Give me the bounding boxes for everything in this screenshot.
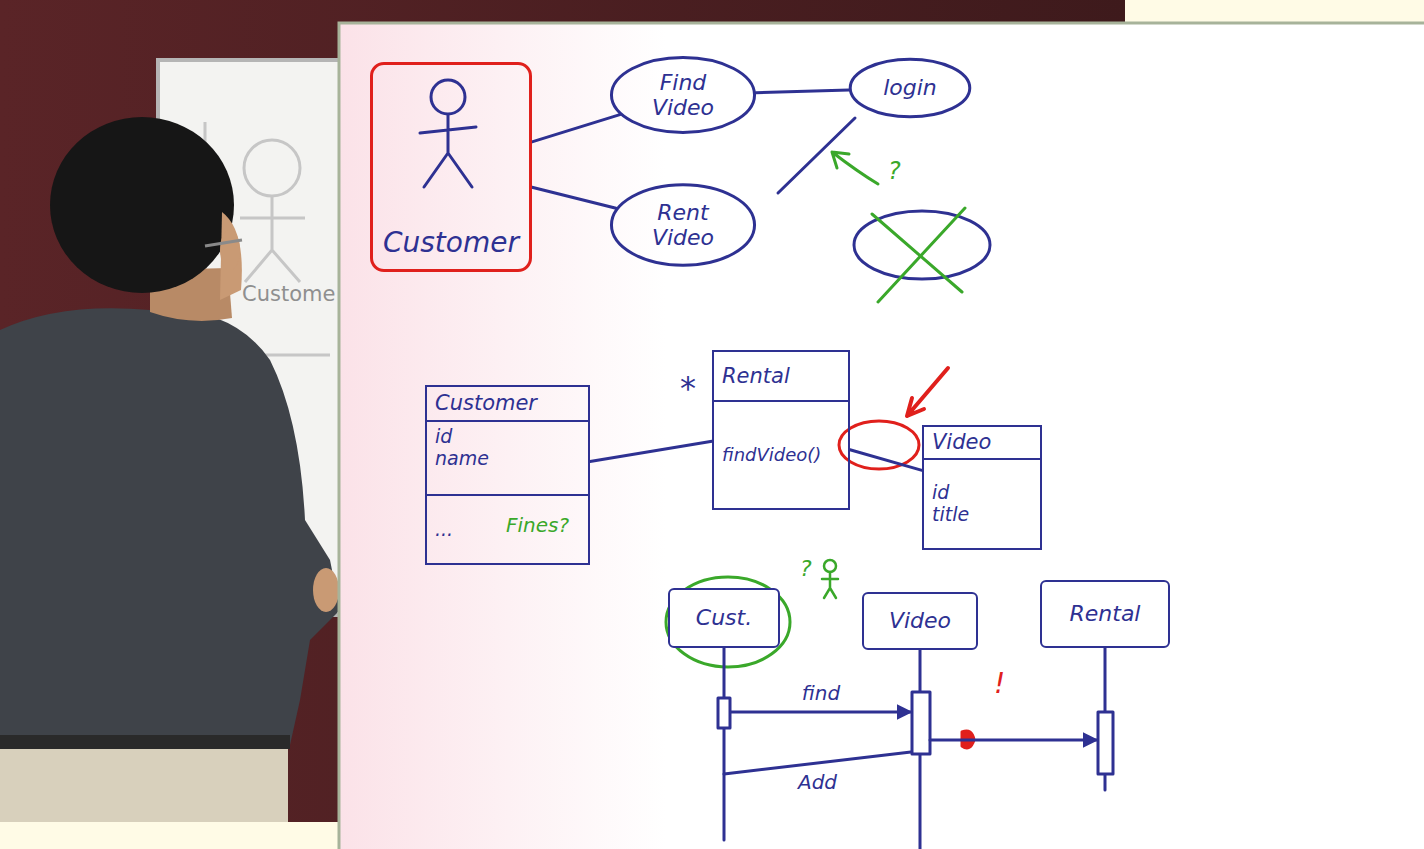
ellipse-shape [611, 185, 754, 266]
class-name: Video [932, 430, 991, 454]
use-case-ellipse: Find Video [610, 56, 756, 134]
whiteboard [339, 23, 1424, 849]
lifeline-head: Video [862, 592, 978, 650]
association-line [532, 115, 620, 142]
green-circle [666, 577, 790, 667]
actor-name: Customer [383, 227, 519, 259]
use-case-name: login [883, 75, 937, 100]
man-belt [0, 735, 290, 749]
annotation: Fines? [506, 514, 569, 537]
red-arrow [907, 368, 948, 416]
message-label: find [802, 682, 840, 705]
association-line [756, 90, 849, 93]
crossed-use-case [854, 211, 990, 279]
message-label: Add [798, 771, 837, 794]
lifeline-head: Rental [1040, 580, 1170, 648]
object-name: Rental [1070, 601, 1141, 626]
class-header: Video [924, 427, 1040, 458]
class-name: Rental [722, 364, 790, 388]
annotation: Custome [242, 282, 335, 306]
class-box: Video id title [922, 425, 1042, 550]
annotation: ? [800, 556, 812, 581]
class-members: id name [435, 426, 489, 470]
class-members: findVideo() [722, 445, 821, 466]
figure-head [431, 80, 465, 114]
class-section: findVideo() [714, 400, 848, 508]
class-header: Rental [714, 352, 848, 400]
actor-box: Customer [370, 62, 532, 272]
activation-box [912, 692, 930, 754]
red-circle [839, 421, 919, 469]
ellipse-shape [850, 59, 970, 117]
message-arrow [731, 711, 911, 714]
association-line [850, 450, 922, 471]
question-arrow [832, 152, 878, 184]
faint-sketch [205, 122, 330, 355]
cross-out [872, 208, 965, 302]
man-hand [313, 568, 339, 612]
use-case-name: Find Video [652, 70, 714, 121]
activation-box [718, 698, 730, 728]
class-box: Rental findVideo() [712, 350, 850, 510]
class-members: ... [435, 519, 453, 541]
man-shirt [0, 308, 340, 745]
activation-box [1098, 712, 1113, 774]
lifelines [724, 648, 1105, 849]
use-case-ellipse: Rent Video [610, 183, 756, 267]
use-case-name: Rent Video [652, 200, 714, 251]
message-arrow [930, 739, 1097, 742]
man-glasses [205, 240, 242, 246]
man-hair [50, 117, 234, 293]
annotation: ? [888, 158, 901, 186]
relation-line [778, 118, 855, 193]
ellipse-shape [611, 58, 754, 133]
figure-body [420, 115, 476, 187]
class-name: Customer [435, 391, 537, 415]
class-section: id title [924, 458, 1040, 548]
stick-figure [408, 75, 488, 195]
annotation: ! [994, 668, 1005, 700]
annotation: * [680, 370, 696, 407]
association-line [590, 441, 712, 461]
class-box: Customer id name... [425, 385, 590, 565]
man-ear [220, 230, 240, 270]
association-line [532, 187, 616, 208]
object-name: Video [889, 608, 951, 633]
lifeline-head: Cust. [668, 588, 780, 648]
class-section: id name [427, 420, 588, 494]
class-header: Customer [427, 387, 588, 420]
class-members: id title [932, 482, 969, 526]
use-case-ellipse: login [849, 58, 971, 118]
object-name: Cust. [696, 605, 752, 630]
sketch-marks [666, 118, 1113, 849]
man-face [220, 212, 242, 300]
tiny-actor [822, 560, 838, 598]
